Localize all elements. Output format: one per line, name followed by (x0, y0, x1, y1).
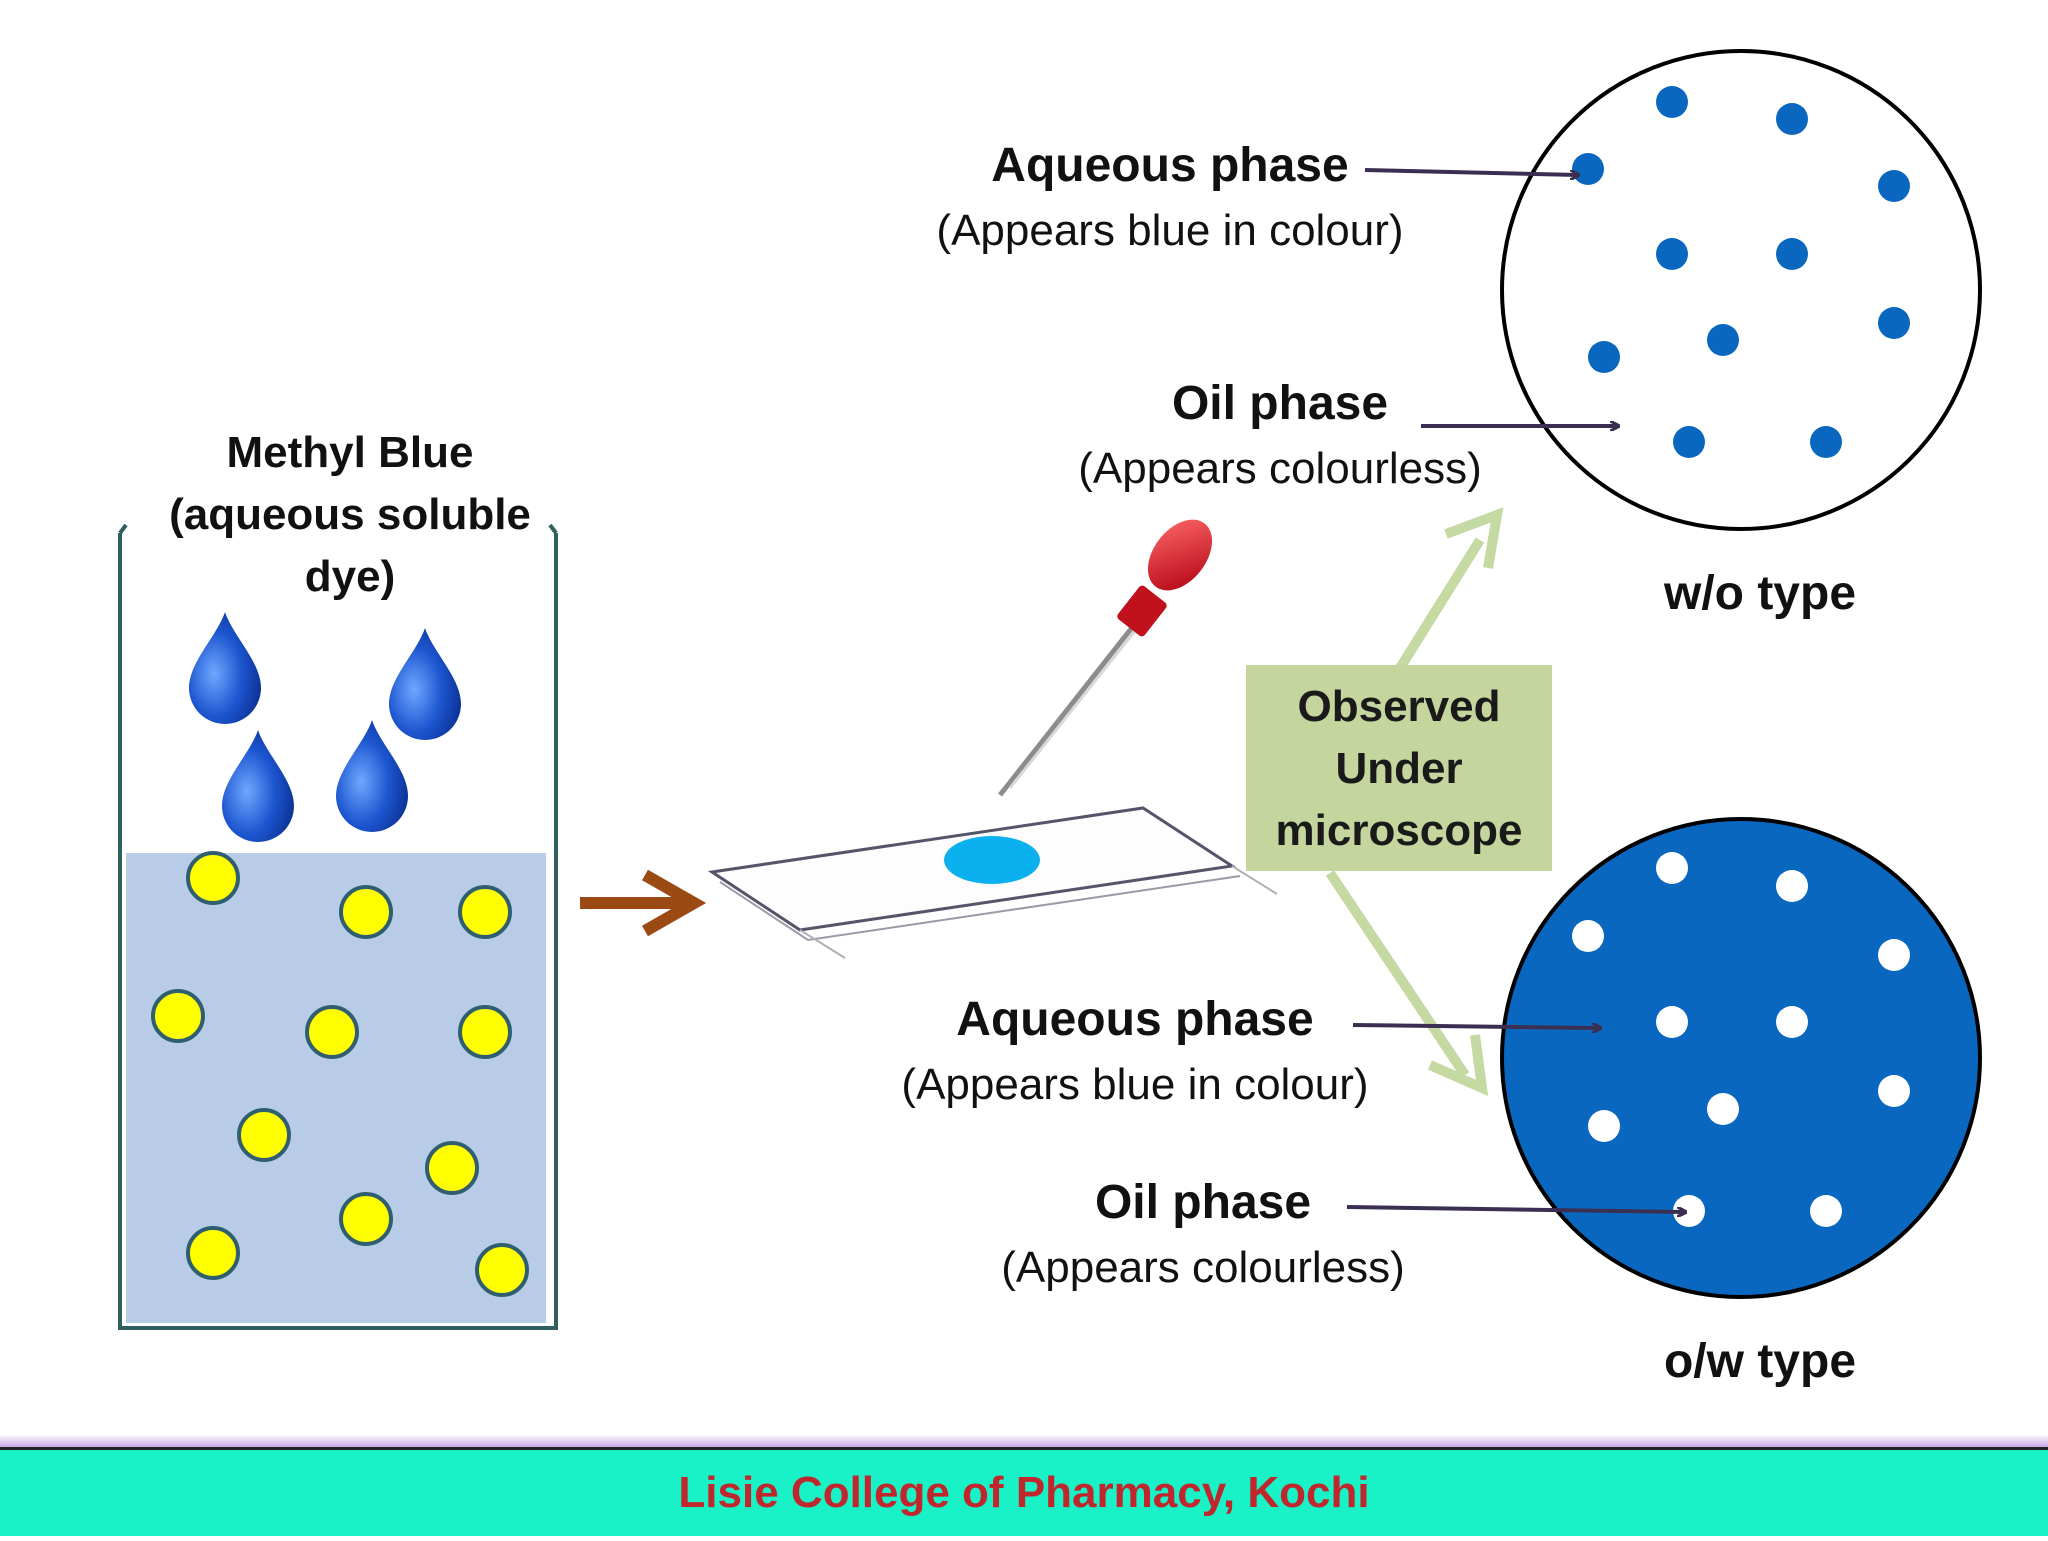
oil-droplet (1588, 1110, 1620, 1142)
oil-droplet (1656, 852, 1688, 884)
beaker-lip (118, 523, 558, 535)
observed-label: Observed Under microscope (1275, 682, 1523, 855)
aqueous-droplet (1776, 238, 1808, 270)
wo-oil-title: Oil phase (1171, 377, 1389, 430)
aqueous-droplet (1656, 86, 1688, 118)
oil-droplet (1878, 1075, 1910, 1107)
glass-slide (707, 806, 1278, 959)
dye-drop-icon (389, 628, 461, 740)
aqueous-droplet (1656, 238, 1688, 270)
ow-aqueous-title: Aqueous phase (956, 993, 1314, 1046)
ow-aqueous-note: (Appears blue in colour) (901, 1060, 1369, 1109)
ow-oil-droplets (1572, 852, 1910, 1227)
aqueous-droplet (1810, 426, 1842, 458)
oil-globule (186, 851, 240, 905)
oil-droplet (1776, 870, 1808, 902)
oil-droplet (1810, 1195, 1842, 1227)
dye-drops (189, 612, 461, 842)
oil-globule (151, 989, 205, 1043)
aqueous-droplet (1673, 426, 1705, 458)
pointer-arrows (1346, 168, 1685, 1212)
wo-aqueous-pointer (1364, 168, 1578, 175)
oil-globules (151, 851, 529, 1297)
aqueous-droplet (1878, 307, 1910, 339)
dropper-icon (998, 519, 1213, 797)
footer-band (0, 1434, 2048, 1447)
oil-droplet (1656, 1006, 1688, 1038)
oil-globule (237, 1108, 291, 1162)
ow-caption: o/w type (1663, 1335, 1857, 1388)
wo-aqueous-title: Aqueous phase (991, 139, 1349, 192)
aqueous-droplet (1588, 341, 1620, 373)
oil-globule (339, 885, 393, 939)
dye-label: Methyl Blue (aqueous soluble dye) (169, 428, 531, 601)
ow-oil-note: (Appears colourless) (1001, 1243, 1405, 1292)
beaker-to-slide-arrow (580, 869, 707, 937)
aqueous-droplet (1707, 324, 1739, 356)
observed-box (1246, 665, 1552, 871)
oil-globule (186, 1226, 240, 1280)
aqueous-droplet (1572, 153, 1604, 185)
oil-droplet (1707, 1093, 1739, 1125)
dye-drop-icon (336, 720, 408, 832)
oil-globule (475, 1243, 529, 1297)
wo-aqueous-droplets (1572, 86, 1910, 458)
wo-aqueous-note: (Appears blue in colour) (936, 206, 1404, 255)
ow-oil-pointer (1346, 1205, 1685, 1212)
ow-microscope-view (1500, 817, 1982, 1299)
oil-globule (458, 885, 512, 939)
oil-droplet (1673, 1195, 1705, 1227)
oil-globule (425, 1141, 479, 1195)
oil-droplet (1572, 920, 1604, 952)
oil-droplet (1878, 939, 1910, 971)
oil-droplet (1776, 1006, 1808, 1038)
emulsion-sample (944, 836, 1040, 884)
ow-aqueous-pointer (1352, 1025, 1600, 1028)
oil-globule (305, 1005, 359, 1059)
oil-globule (458, 1005, 512, 1059)
footer-bar: Lisie College of Pharmacy, Kochi (0, 1447, 2048, 1536)
wo-microscope-view (1500, 49, 1982, 531)
ow-oil-title: Oil phase (1094, 1176, 1312, 1229)
observation-arrows (1325, 507, 1504, 1097)
oil-globule (339, 1192, 393, 1246)
beaker-wall (118, 533, 558, 1330)
wo-oil-note: (Appears colourless) (1078, 444, 1482, 493)
dye-drop-icon (222, 730, 294, 842)
dye-drop-icon (189, 612, 261, 724)
aqueous-droplet (1776, 103, 1808, 135)
wo-caption: w/o type (1663, 567, 1857, 620)
footer-text: Lisie College of Pharmacy, Kochi (678, 1468, 1370, 1517)
aqueous-droplet (1878, 170, 1910, 202)
